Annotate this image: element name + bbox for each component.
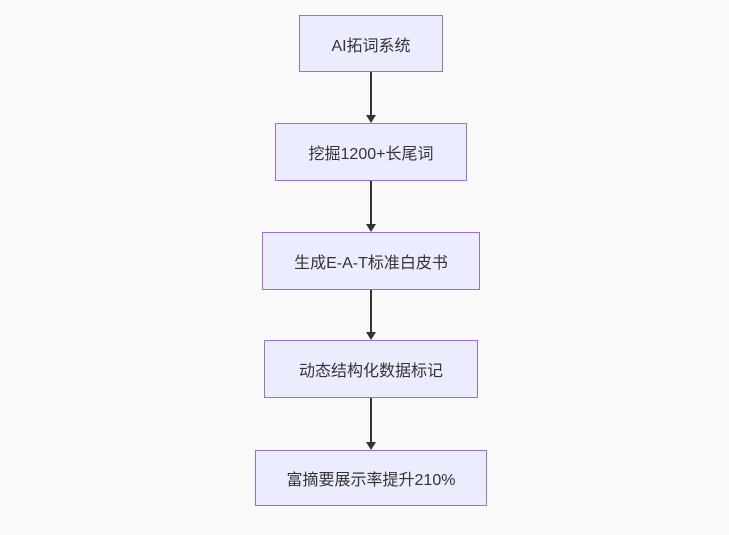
node-label: 挖掘1200+长尾词	[308, 146, 434, 163]
flowchart-node-rich-snippet-rate: 富摘要展示率提升210%	[255, 450, 487, 506]
flowchart-node-structured-data-markup: 动态结构化数据标记	[264, 340, 478, 398]
flowchart-node-ai-keyword-system: AI拓词系统	[299, 15, 443, 72]
edge-line-b-c	[370, 181, 372, 224]
edge-line-c-d	[370, 290, 372, 332]
arrowhead-down-icon	[366, 332, 376, 340]
arrowhead-down-icon	[366, 442, 376, 450]
edge-line-d-e	[370, 398, 372, 442]
node-label: 富摘要展示率提升210%	[286, 472, 456, 489]
arrowhead-down-icon	[366, 115, 376, 123]
node-label: 生成E-A-T标准白皮书	[294, 255, 448, 272]
edge-line-a-b	[370, 72, 372, 115]
flowchart-node-longtail-keywords: 挖掘1200+长尾词	[275, 123, 467, 181]
node-label: AI拓词系统	[331, 37, 411, 55]
node-label: 动态结构化数据标记	[298, 363, 443, 380]
arrowhead-down-icon	[366, 224, 376, 232]
flowchart-node-eat-whitepaper: 生成E-A-T标准白皮书	[262, 232, 480, 290]
